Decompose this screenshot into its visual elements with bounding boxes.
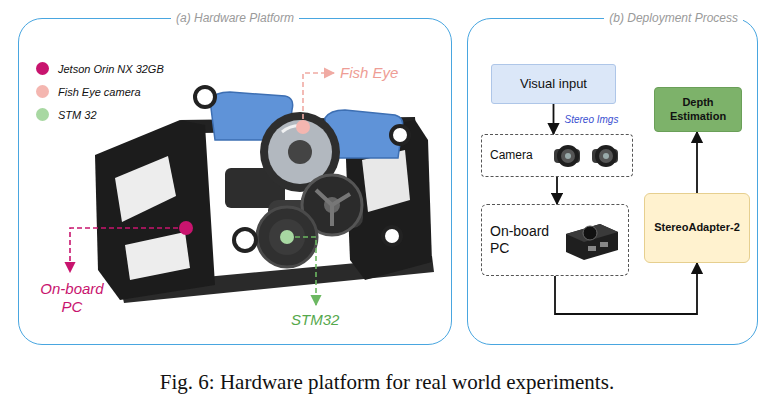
camera-dome [268, 120, 332, 184]
camera-icon [603, 153, 609, 159]
figure-caption: Fig. 6: Hardware platform for real world… [0, 370, 774, 395]
flow-arrow [696, 132, 698, 193]
panel-title: (b) Deployment Process [604, 11, 743, 25]
computer-icon [566, 224, 618, 242]
frame-side-plate [95, 120, 215, 300]
legend-text: Fish Eye camera [58, 86, 141, 98]
output-box: Depth Estimation [654, 87, 742, 132]
lights [234, 229, 256, 251]
marker-dots [280, 230, 294, 244]
model-box: StereoAdapter-2 [644, 193, 750, 263]
box-label: StereoAdapter-2 [654, 221, 740, 234]
rov-frame [362, 150, 410, 212]
camera-icon [595, 145, 617, 167]
marker-dots [179, 221, 193, 235]
camera-icon [548, 140, 626, 172]
computer-icon [600, 242, 608, 247]
box-label: Visual input [520, 76, 587, 92]
thrusters [316, 190, 350, 226]
process-box: Visual input [491, 64, 616, 104]
part-label: STM32 [291, 311, 339, 329]
leader-lines [287, 237, 316, 305]
legend-text: STM 32 [58, 109, 97, 121]
flow-arrow [556, 177, 558, 204]
panel-title: (a) Hardware Platform [171, 11, 299, 25]
frame-side-plate [95, 120, 215, 300]
legend-swatch [36, 108, 49, 121]
camera-icon [561, 149, 575, 163]
lights [195, 87, 409, 251]
box-label: Depth Estimation [659, 96, 737, 122]
marker-dots [179, 120, 310, 244]
flow-arrow [553, 104, 555, 134]
part-label: Fish Eye [340, 64, 398, 82]
device-box: Camera [481, 134, 633, 177]
flow-arrow [555, 263, 697, 314]
box-label: On-board PC [490, 223, 556, 257]
leader-lines [303, 73, 334, 127]
leader-lines [70, 73, 334, 305]
frame-side-plate [125, 232, 190, 280]
computer-icon [588, 246, 596, 251]
computer-icon [583, 226, 597, 240]
lights [383, 227, 401, 245]
lights [391, 126, 409, 144]
camera-dome [288, 140, 312, 164]
camera-icon [565, 153, 571, 159]
frame-side-plate [115, 156, 176, 222]
device-box: On-board PC [481, 204, 629, 276]
camera-icon [557, 145, 579, 167]
marker-dots [296, 120, 310, 134]
camera-icon [599, 149, 613, 163]
computer-icon [566, 224, 618, 260]
part-label: On-board PC [30, 280, 114, 316]
edge-label: Stereo Imgs [563, 114, 621, 125]
box-label: Camera [490, 148, 544, 162]
legend-text: Jetson Orin NX 32GB [58, 63, 164, 75]
legend-swatch [36, 62, 49, 75]
legend-row: STM 32 [36, 108, 97, 121]
panel: (b) Deployment ProcessVisual inputCamera… [467, 18, 758, 345]
computer-icon [560, 216, 622, 264]
leader-lines [70, 228, 186, 272]
legend-row: Fish Eye camera [36, 85, 141, 98]
legend-row: Jetson Orin NX 32GB [36, 62, 164, 75]
legend-swatch [36, 85, 49, 98]
lights [195, 87, 215, 107]
